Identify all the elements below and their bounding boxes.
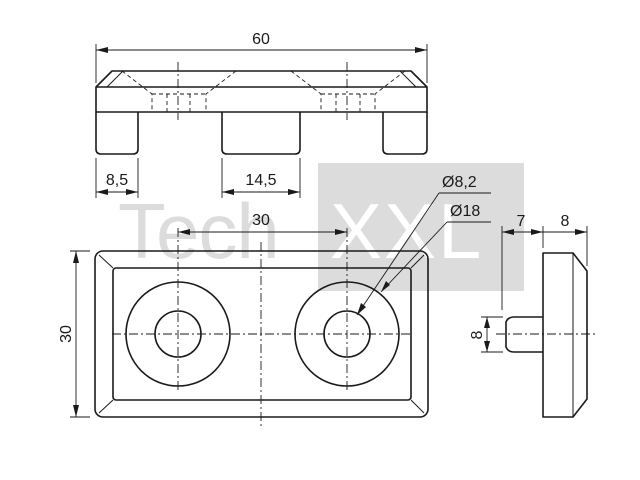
watermark: Tech XXL bbox=[118, 163, 524, 291]
dimension-label-foot-width: 8 bbox=[469, 330, 486, 339]
watermark-text-tech: Tech bbox=[118, 187, 279, 275]
dimension-side-a: 7 bbox=[501, 213, 544, 310]
dimension-foot-width: 8 bbox=[469, 316, 503, 353]
arrowhead bbox=[415, 47, 427, 53]
side-view bbox=[496, 252, 596, 418]
front-view bbox=[95, 62, 428, 155]
front-view-body bbox=[95, 70, 428, 113]
plan-view bbox=[94, 228, 429, 428]
dimension-label-hole-spacing: 30 bbox=[252, 212, 270, 229]
side-view-body bbox=[542, 252, 588, 418]
dimension-hole-spacing: 30 bbox=[178, 212, 347, 235]
dimension-label-side-b: 8 bbox=[561, 213, 570, 230]
watermark-box bbox=[318, 163, 524, 291]
dimension-label-left-foot: 8,5 bbox=[106, 172, 128, 189]
leader-diameters: Ø8,2 Ø18 bbox=[356, 174, 491, 316]
dimension-left-foot: 8,5 bbox=[95, 158, 139, 198]
dimension-label-height: 30 bbox=[58, 325, 75, 343]
front-view-left-foot bbox=[95, 112, 139, 155]
dimension-label-counterbore-diameter: Ø18 bbox=[450, 203, 480, 220]
dimension-label-middle-foot: 14,5 bbox=[245, 172, 276, 189]
arrowhead bbox=[96, 47, 108, 53]
dimension-middle-foot: 14,5 bbox=[221, 158, 301, 198]
front-view-middle-foot bbox=[221, 112, 301, 155]
dimension-height: 30 bbox=[58, 250, 90, 418]
plan-view-outer-outline bbox=[94, 250, 429, 418]
side-view-foot bbox=[505, 316, 543, 353]
front-view-right-foot bbox=[382, 112, 428, 155]
dimension-side-b: 8 bbox=[543, 213, 588, 266]
dimension-overall-width: 60 bbox=[95, 31, 428, 83]
watermark-text-xxl: XXL bbox=[330, 187, 483, 275]
dimension-label-hole-diameter: Ø8,2 bbox=[442, 174, 477, 191]
dimension-label-overall-width: 60 bbox=[252, 31, 270, 48]
dimension-label-side-a: 7 bbox=[517, 213, 526, 230]
